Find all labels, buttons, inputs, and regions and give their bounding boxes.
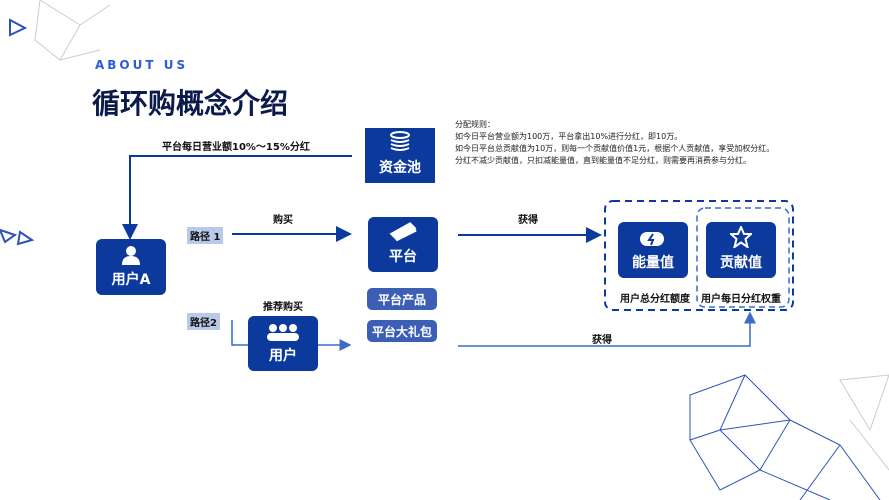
edge-gain-2: 获得 — [592, 335, 612, 346]
node-user-a: 用户A — [96, 239, 166, 295]
node-label: 平台 — [389, 249, 417, 265]
coins-icon — [390, 131, 410, 151]
rules-text: 分配规则： 如今日平台营业额为100万，平台拿出10%进行分红，即10万。 如今… — [455, 119, 774, 167]
rule-line: 如今日平台总贡献值为10万，则每一个贡献值价值1元，根据个人贡献值，享受加权分红… — [455, 144, 775, 153]
node-label: 贡献值 — [720, 255, 762, 271]
rules-heading: 分配规则： — [455, 120, 495, 129]
group-daily-label: 用户每日分红权重 — [701, 294, 781, 305]
pill-gift: 平台大礼包 — [367, 320, 437, 342]
node-platform: 平台 — [368, 217, 438, 272]
eyebrow: ABOUT US — [95, 58, 189, 72]
rule-line: 如今日平台营业额为100万，平台拿出10%进行分红，即10万。 — [455, 132, 683, 141]
edge-refer-buy: 推荐购买 — [263, 302, 303, 313]
node-label: 能量值 — [632, 255, 674, 271]
rule-line: 分红不减少贡献值，只扣减能量值，直到能量值不足分红，则需要再消费参与分红。 — [455, 156, 751, 165]
path-1-tag: 路径 1 — [187, 227, 224, 244]
path-2-tag: 路径2 — [187, 313, 220, 330]
node-contribution: 贡献值 — [706, 222, 776, 278]
node-label: 用户 — [269, 348, 297, 364]
edge-buy: 购买 — [273, 215, 293, 226]
users-icon — [267, 324, 299, 341]
star-icon — [730, 226, 752, 248]
user-icon — [122, 246, 140, 265]
group-total-label: 用户总分红额度 — [620, 294, 690, 305]
decor-polygons — [0, 18, 881, 500]
edge-gain-1: 获得 — [518, 215, 538, 226]
edge-dividend: 平台每日营业额10%～15%分红 — [162, 142, 310, 153]
node-users: 用户 — [248, 316, 318, 371]
node-label: 用户A — [111, 272, 151, 288]
page-title: 循环购概念介绍 — [92, 87, 289, 120]
battery-icon — [640, 232, 664, 246]
pill-product: 平台产品 — [367, 288, 437, 310]
node-label: 资金池 — [379, 160, 421, 176]
node-energy: 能量值 — [618, 222, 688, 278]
node-pool: 资金池 — [365, 128, 435, 183]
platform-icon — [389, 222, 417, 242]
